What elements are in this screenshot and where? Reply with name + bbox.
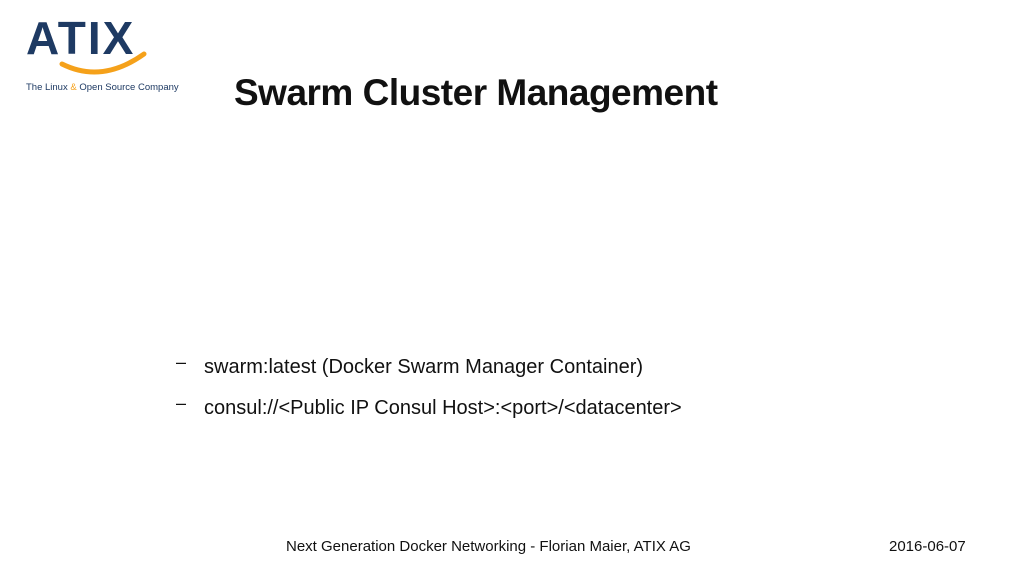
bullet-dash-icon: –: [176, 352, 187, 372]
footer-presentation-title: Next Generation Docker Networking - Flor…: [286, 538, 691, 555]
bullet-dash-icon: –: [176, 393, 187, 413]
tagline-suffix: Open Source Company: [76, 82, 179, 93]
footer-date: 2016-06-07: [889, 538, 966, 555]
bullet-text: swarm:latest (Docker Swarm Manager Conta…: [204, 356, 644, 378]
logo-wordmark: ATIX: [26, 12, 135, 64]
atix-logo-mark: ATIX: [26, 12, 147, 75]
bullet-text: consul://<Public IP Consul Host>:<port>/…: [204, 397, 682, 419]
bullet-item: – consul://<Public IP Consul Host>:<port…: [176, 393, 682, 438]
company-logo: ATIX The Linux & Open Source Company: [22, 10, 179, 100]
logo-tagline: The Linux & Open Source Company: [26, 82, 179, 93]
bullet-list: – swarm:latest (Docker Swarm Manager Con…: [176, 352, 682, 438]
tagline-ampersand: &: [70, 82, 77, 93]
slide-title: Swarm Cluster Management: [234, 72, 718, 113]
logo-swoosh: [59, 51, 147, 75]
tagline-prefix: The Linux: [26, 82, 71, 93]
bullet-item: – swarm:latest (Docker Swarm Manager Con…: [176, 352, 682, 397]
